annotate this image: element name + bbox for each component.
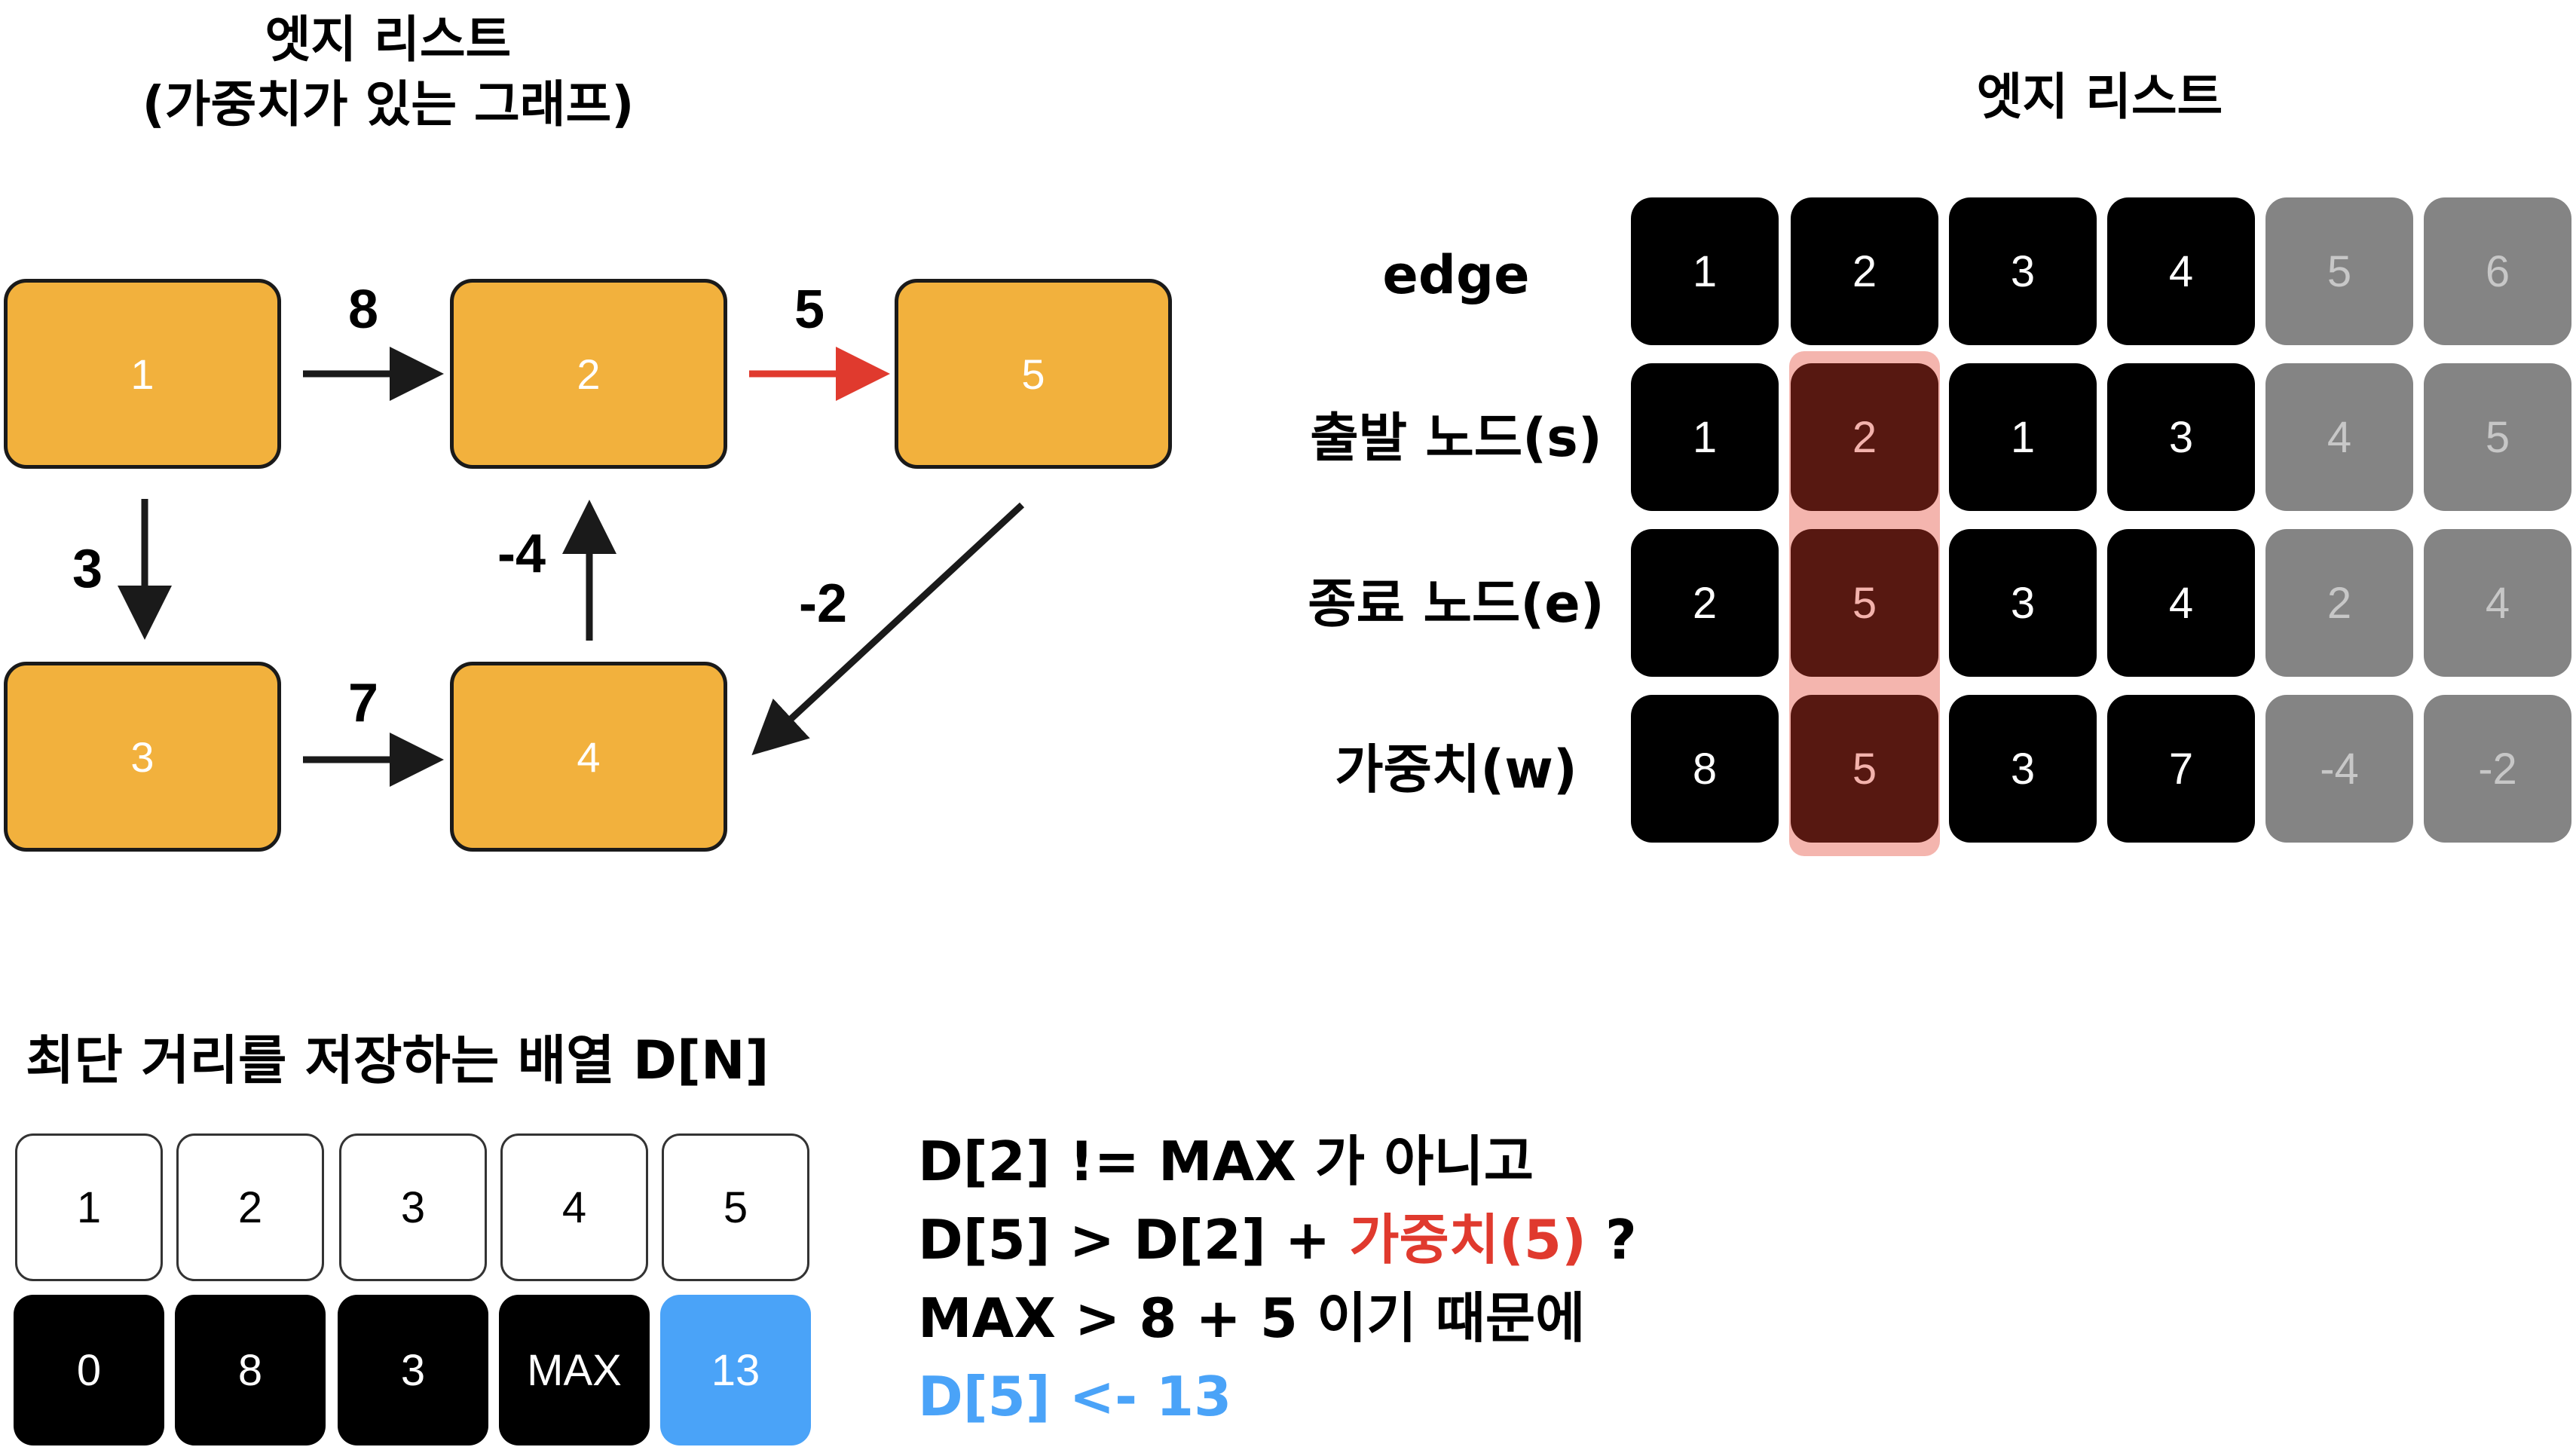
array-index-cell: 4 [500,1133,648,1281]
end-node-cell: 5 [1791,529,1938,677]
array-value-cell: 3 [338,1295,488,1445]
end-node-cell: 3 [1949,529,2097,677]
end-node-cell: 2 [2265,529,2413,677]
explanation-weight-highlight: 가중치(5) [1349,1208,1586,1271]
array-value-cell: MAX [499,1295,650,1445]
graph-title-line2: (가중치가 있는 그래프) [142,75,635,133]
weight-cell: 5 [1791,695,1938,843]
array-value-cell: 8 [175,1295,326,1445]
weight-cell: -2 [2424,695,2571,843]
graph-title-line1: 엣지 리스트 [265,11,512,69]
graph-node-5: 5 [895,279,1172,469]
edge-cell: 1 [1631,197,1779,345]
explanation-line-2-suffix: ? [1586,1208,1637,1271]
array-value-cell: 0 [14,1295,164,1445]
weight-label-3-4: 7 [348,673,379,733]
edge-list-title: 엣지 리스트 [1976,68,2223,126]
end-node-cell: 4 [2424,529,2571,677]
end-node-cell: 2 [1631,529,1779,677]
weight-label-4-2: -4 [497,524,546,584]
graph-node-2: 2 [450,279,727,469]
explanation-line-2-prefix: D[5] > D[2] + [918,1208,1350,1271]
row-label-start-node: 출발 노드(s) [1310,407,1602,469]
weight-label-1-3: 3 [72,539,103,599]
explanation-line-4: D[5] <- 13 [918,1365,1232,1428]
edge-cell: 5 [2265,197,2413,345]
row-label-edge: edge [1382,244,1530,306]
start-node-cell: 1 [1949,363,2097,511]
weight-cell: 7 [2107,695,2255,843]
start-node-cell: 3 [2107,363,2255,511]
weight-label-5-4: -2 [799,574,848,634]
start-node-cell: 1 [1631,363,1779,511]
edge-cell: 2 [1791,197,1938,345]
weight-cell: 8 [1631,695,1779,843]
graph-node-1: 1 [4,279,281,469]
start-node-cell: 5 [2424,363,2571,511]
array-value-cell-updated: 13 [660,1295,811,1445]
row-label-weight: 가중치(w) [1335,739,1577,800]
graph-node-3: 3 [4,662,281,852]
distance-array-title: 최단 거리를 저장하는 배열 D[N] [26,1029,769,1091]
graph-edges [118,347,1025,787]
graph-title: 엣지 리스트 (가중치가 있는 그래프) [0,8,776,137]
start-node-cell: 2 [1791,363,1938,511]
explanation-line-3: MAX > 8 + 5 이기 때문에 [918,1286,1586,1350]
weight-cell: -4 [2265,695,2413,843]
weight-label-2-5: 5 [794,280,825,340]
array-index-cell: 2 [176,1133,324,1281]
explanation-line-2: D[5] > D[2] + 가중치(5) ? [918,1201,1637,1278]
array-index-cell: 1 [15,1133,163,1281]
weight-label-1-2: 8 [348,280,379,340]
row-label-end-node: 종료 노드(e) [1308,573,1605,635]
edge-cell: 6 [2424,197,2571,345]
edge-5-4 [751,502,1025,756]
array-index-cell: 3 [339,1133,487,1281]
array-index-cell: 5 [662,1133,809,1281]
weight-cell: 3 [1949,695,2097,843]
explanation-line-1: D[2] != MAX 가 아니고 [918,1130,1534,1193]
start-node-cell: 4 [2265,363,2413,511]
end-node-cell: 4 [2107,529,2255,677]
graph-node-4: 4 [450,662,727,852]
edge-cell: 4 [2107,197,2255,345]
edge-cell: 3 [1949,197,2097,345]
